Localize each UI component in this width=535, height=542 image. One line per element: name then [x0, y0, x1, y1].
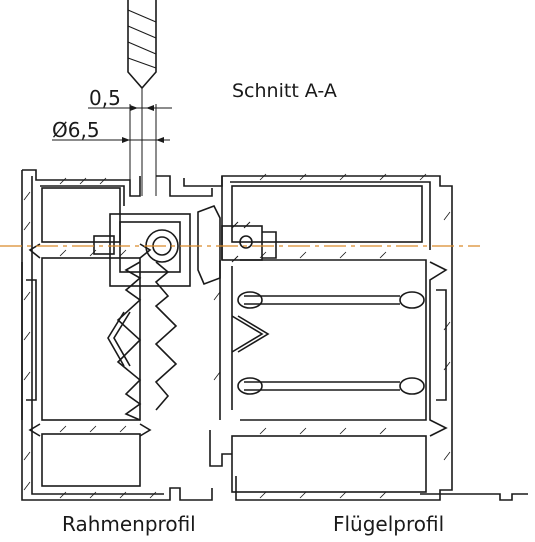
sash-profile [107, 175, 528, 501]
frame-hatching [23, 177, 157, 499]
drill-bit [127, 0, 157, 196]
frame-profile-caption: Rahmenprofil [62, 512, 196, 536]
frame-profile [21, 169, 213, 501]
section-title: Schnitt A-A [232, 80, 337, 102]
offset-dimension-label: 0,5 [89, 86, 121, 110]
diameter-dimension-label: Ø6,5 [52, 118, 100, 142]
sash-profile-caption: Flügelprofil [333, 512, 445, 536]
dimension-lines [52, 104, 172, 196]
sash-hatching [213, 173, 451, 499]
